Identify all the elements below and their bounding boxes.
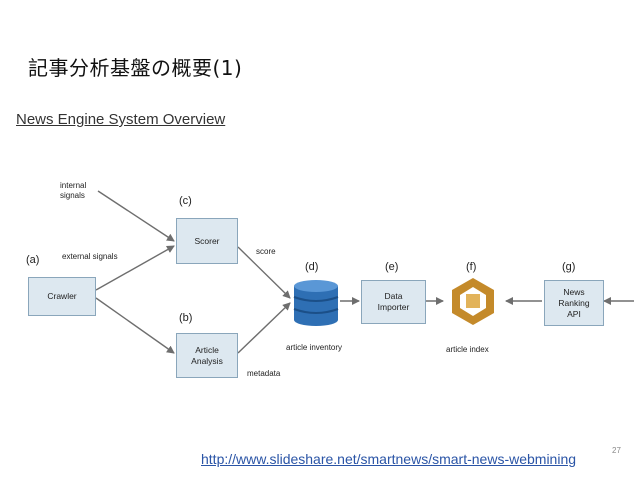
label-b: (b) (179, 312, 193, 324)
label-f: (f) (466, 261, 477, 273)
diagram-title: News Engine System Overview (16, 111, 226, 128)
crawler-box: Crawler (28, 277, 96, 316)
edge-scorer-to-inventory (237, 246, 291, 299)
label-c: (c) (179, 195, 192, 207)
label-d: (d) (305, 261, 319, 273)
internal-signals-label: internal signals (60, 181, 87, 200)
article-index-label: article index (446, 345, 489, 354)
edge-analysis-to-inventory (237, 302, 291, 354)
slide-title: 記事分析基盤の概要(1) (28, 56, 243, 80)
metadata-label: metadata (247, 369, 281, 378)
source-link[interactable]: http://www.slideshare.net/smartnews/smar… (201, 451, 577, 467)
ranking-api-box: News Ranking API (544, 280, 604, 326)
score-label: score (256, 247, 276, 256)
index-icon (452, 278, 494, 325)
edge-crawler-to-scorer (95, 245, 175, 291)
data-importer-box: Data Importer (361, 280, 426, 324)
scorer-box: Scorer (176, 218, 238, 264)
database-icon (293, 280, 339, 326)
external-signals-label: external signals (62, 252, 118, 261)
label-e: (e) (385, 261, 399, 273)
edge-crawler-to-analysis (95, 297, 175, 354)
page-number: 27 (612, 446, 621, 455)
label-g: (g) (562, 261, 576, 273)
article-analysis-box: Article Analysis (176, 333, 238, 378)
article-inventory-label: article inventory (286, 343, 343, 352)
edge-internal-to-scorer (97, 190, 175, 242)
label-a: (a) (26, 254, 40, 266)
